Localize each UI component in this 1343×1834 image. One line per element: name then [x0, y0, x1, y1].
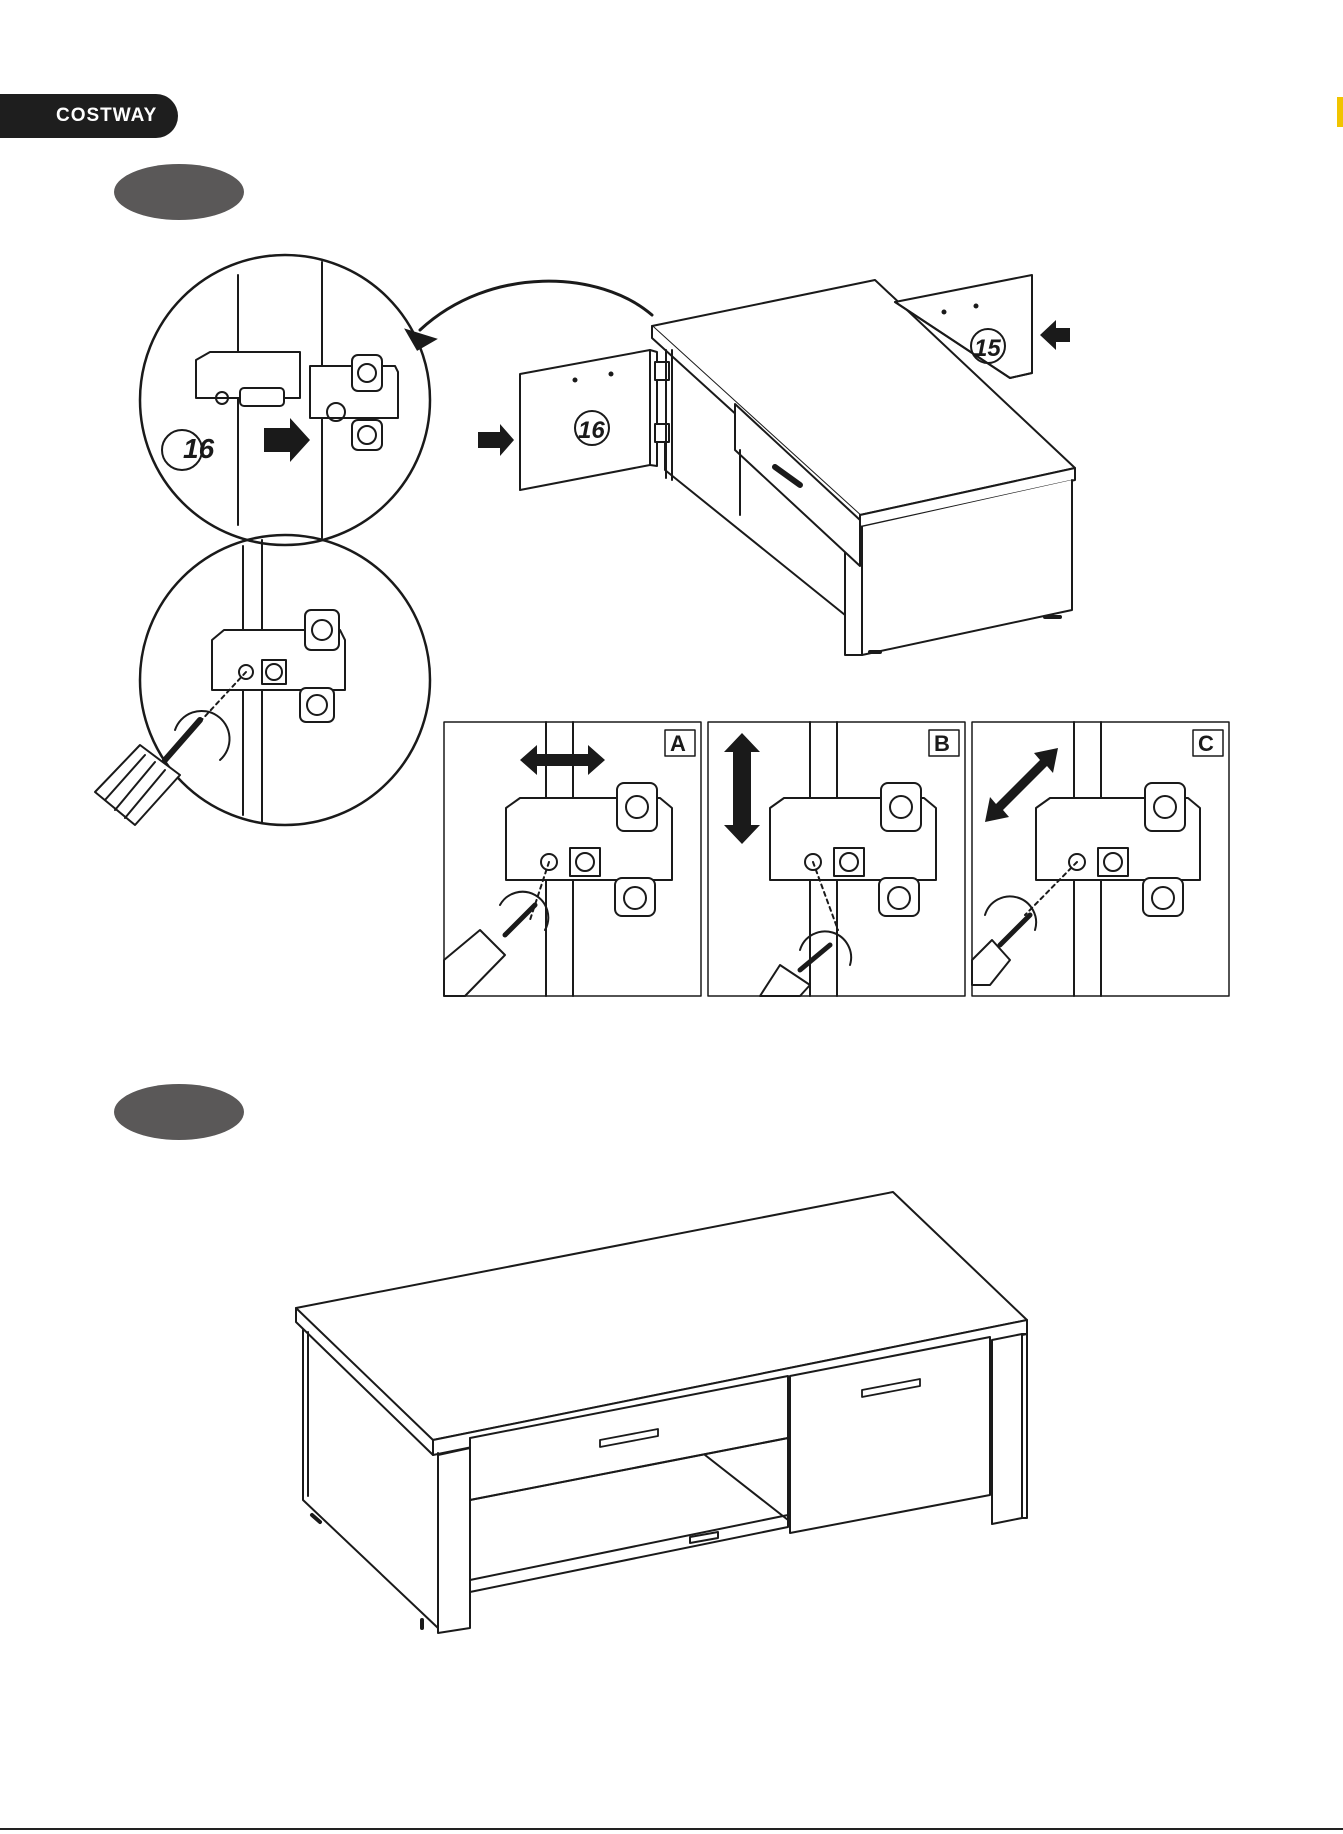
hinge-callout-top: 16: [140, 255, 430, 545]
adjustment-panel-b: B: [708, 722, 965, 996]
assembled-cabinet: [296, 1192, 1027, 1633]
adjustment-panel-a: A: [444, 722, 701, 996]
adjust-label-c: C: [1198, 731, 1214, 756]
part-number-16-door: 16: [578, 417, 605, 444]
adjust-label-a: A: [670, 731, 686, 756]
page-footer-rule: [0, 1828, 1343, 1830]
part-number-15: 15: [974, 335, 1001, 362]
hinge-callout-bottom: [95, 535, 430, 825]
adjust-label-b: B: [934, 731, 950, 756]
cabinet-with-doors: 15 16: [478, 275, 1075, 655]
adjustment-panel-c: C: [972, 722, 1229, 996]
